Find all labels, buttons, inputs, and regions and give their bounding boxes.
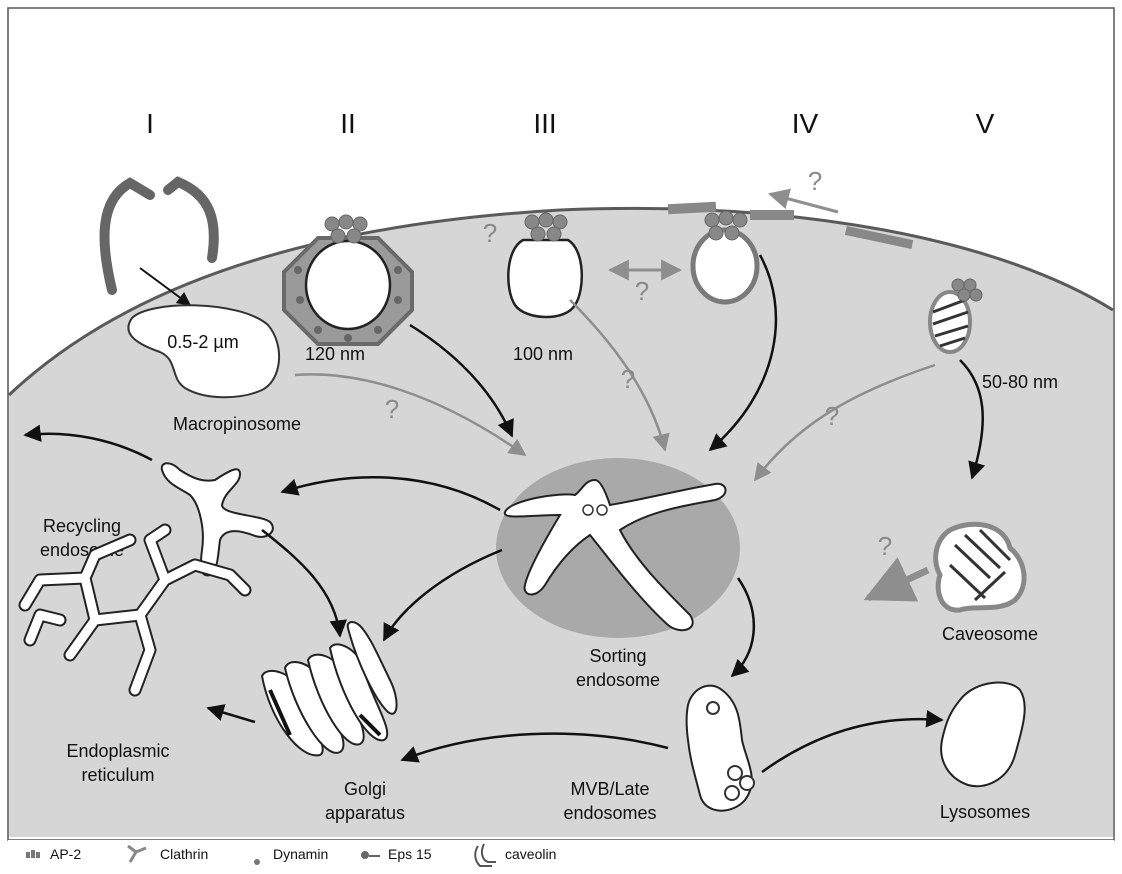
- dynamin-icon: [254, 859, 260, 865]
- legend-label-dynamin: Dynamin: [273, 846, 328, 862]
- pathway-iii-size-label: 100 nm: [513, 344, 573, 364]
- caveolae-size-label: 50-80 nm: [982, 372, 1058, 392]
- sorting-endosome-label-line2: endosome: [576, 670, 660, 690]
- pathway-iii-question-mark: ?: [483, 218, 497, 248]
- clathrin-vesicle-size-label: 120 nm: [305, 344, 365, 364]
- recycling-endosome-label-line1: Recycling: [43, 516, 121, 536]
- sorting-endosome-label-line1: Sorting: [589, 646, 646, 666]
- mvb-label-line2: endosomes: [563, 803, 656, 823]
- legend: AP-2 Clathrin Dynamin Eps 15 caveolin: [8, 840, 1114, 869]
- legend-label-caveolin: caveolin: [505, 846, 556, 862]
- golgi-label-line2: apparatus: [325, 803, 405, 823]
- pathway-iv-question-mark: ?: [808, 166, 822, 196]
- pathway-iii-sorting-question-mark: ?: [621, 364, 635, 394]
- mvb-label-line1: MVB/Late: [570, 779, 649, 799]
- macropinosome-question-mark: ?: [385, 394, 399, 424]
- caveolae-sorting-question-mark: ?: [825, 401, 839, 431]
- er-label-line1: Endoplasmic: [66, 741, 169, 761]
- pathway-numeral-iii: III: [533, 108, 556, 139]
- sorting-endosome: [496, 458, 740, 638]
- double-arrow-question-mark: ?: [635, 276, 649, 306]
- pathway-numeral-v: V: [976, 108, 995, 139]
- pathway-numeral-iv: IV: [792, 108, 819, 139]
- er-label-line2: reticulum: [81, 765, 154, 785]
- caveosome-label: Caveosome: [942, 624, 1038, 644]
- macropinosome-size-label: 0.5-2 µm: [167, 332, 238, 352]
- pathway-numeral-ii: II: [340, 108, 356, 139]
- legend-label-ap2: AP-2: [50, 846, 81, 862]
- legend-label-eps15: Eps 15: [388, 846, 432, 862]
- lysosomes-label: Lysosomes: [940, 802, 1030, 822]
- golgi-label-line1: Golgi: [344, 779, 386, 799]
- legend-label-clathrin: Clathrin: [160, 846, 208, 862]
- macropinosome-label: Macropinosome: [173, 414, 301, 434]
- pathway-numeral-i: I: [146, 108, 154, 139]
- caveosome-question-mark: ?: [878, 531, 892, 561]
